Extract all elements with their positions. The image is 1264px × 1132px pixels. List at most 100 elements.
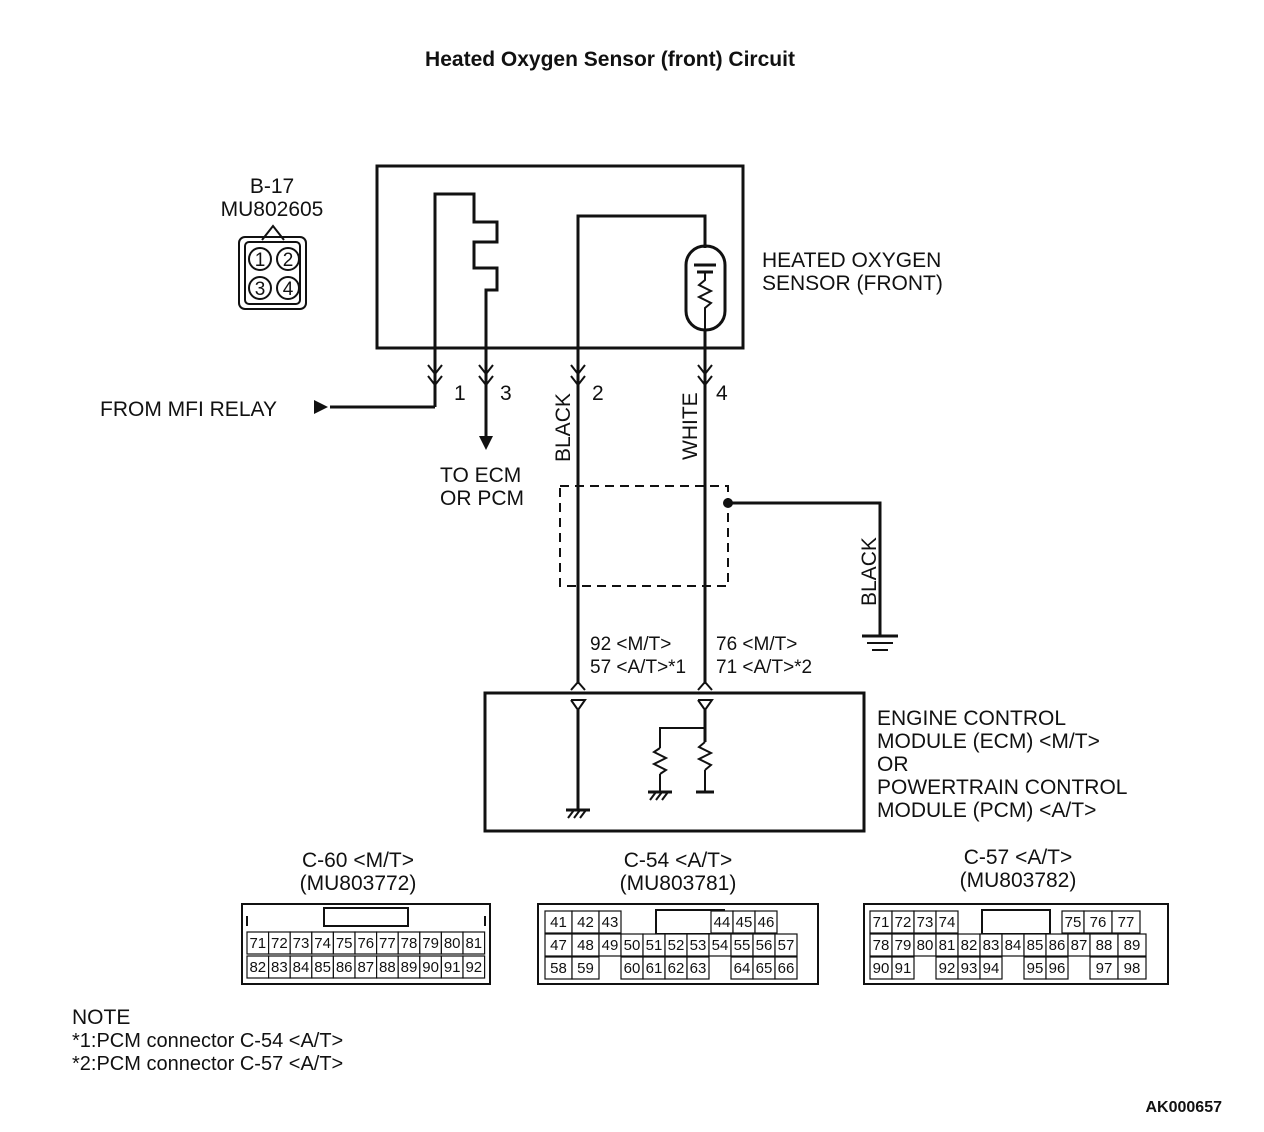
- connector-pin-cell: [1117, 933, 1147, 957]
- note-heading: NOTE: [72, 1006, 130, 1029]
- connector-pin-number: 50: [624, 937, 641, 954]
- connector-pin-number: 79: [895, 937, 912, 954]
- connector-pin-number: 91: [895, 960, 912, 977]
- connector-pin-number: 41: [550, 914, 567, 931]
- connector-pin-number: 58: [550, 960, 567, 977]
- c57-id: C-57 <A/T>: [964, 846, 1073, 869]
- connector-pin-number: 88: [1096, 937, 1113, 954]
- c60-part: (MU803772): [300, 872, 417, 895]
- sensor-element: [576, 214, 727, 348]
- terminal-left-line2: 57 <A/T>*1: [590, 657, 686, 678]
- connector-pin-number: 92: [939, 960, 956, 977]
- connector-pin-number: 45: [736, 914, 753, 931]
- connector-pin-number: 62: [668, 960, 685, 977]
- connector-pin-number: 82: [961, 937, 978, 954]
- connector-pin-number: 72: [271, 935, 288, 952]
- connector-pin-number: 75: [1065, 914, 1082, 931]
- connector-pin-number: 56: [756, 937, 773, 954]
- connector-pin-number: 83: [983, 937, 1000, 954]
- c57-part: (MU803782): [960, 869, 1077, 892]
- harness-wires: [314, 348, 713, 684]
- note-line2: *2:PCM connector C-57 <A/T>: [72, 1053, 343, 1075]
- connector-pin-number: 95: [1027, 960, 1044, 977]
- connector-pin-number: 53: [690, 937, 707, 954]
- sensor-label-line2: SENSOR (FRONT): [762, 272, 943, 295]
- connector-pin-number: 75: [336, 935, 353, 952]
- pin-label-2: 2: [592, 382, 604, 405]
- connector-pin-number: 94: [983, 960, 1000, 977]
- relay-label: FROM MFI RELAY: [100, 398, 277, 421]
- connector-pin-number: 77: [1118, 914, 1135, 931]
- connector-pin-number: 73: [293, 935, 310, 952]
- connector-pin-number: 92: [465, 959, 482, 976]
- connector-pin-number: 42: [577, 914, 594, 931]
- connector-pin-number: 83: [271, 959, 288, 976]
- svg-text:4: 4: [283, 279, 294, 300]
- connector-pin-number: 97: [1096, 960, 1113, 977]
- connector-pin-number: 91: [444, 959, 461, 976]
- pin-label-4: 4: [716, 382, 728, 405]
- connector-pin-number: 84: [293, 959, 310, 976]
- c54-part: (MU803781): [620, 872, 737, 895]
- wire-color-white: WHITE: [679, 392, 702, 460]
- connector-pin-number: 61: [646, 960, 663, 977]
- connector-pin-cell: [774, 956, 798, 980]
- pin-label-1: 1: [454, 382, 466, 405]
- terminal-right-line1: 76 <M/T>: [716, 634, 797, 655]
- connector-pin-number: 89: [1124, 937, 1141, 954]
- connector-pin-number: 63: [690, 960, 707, 977]
- connector-pin-number: 78: [401, 935, 418, 952]
- connector-pin-number: 49: [602, 937, 619, 954]
- connector-pin-number: 85: [314, 959, 331, 976]
- connector-pin-number: 87: [357, 959, 374, 976]
- terminal-right-line2: 71 <A/T>*2: [716, 657, 812, 678]
- connector-pin-number: 52: [668, 937, 685, 954]
- connector-pin-number: 59: [577, 960, 594, 977]
- module-label-line5: MODULE (PCM) <A/T>: [877, 799, 1096, 822]
- connector-pin-number: 54: [712, 937, 729, 954]
- figure-code: AK000657: [1146, 1099, 1223, 1116]
- connector-pin-number: 65: [756, 960, 773, 977]
- connector-pin-number: 47: [550, 937, 567, 954]
- connector-pin-number: 86: [1049, 937, 1066, 954]
- heater-element: [433, 192, 499, 348]
- connector-pin-number: 46: [758, 914, 775, 931]
- connector-pin-number: 64: [734, 960, 751, 977]
- svg-text:3: 3: [255, 279, 266, 300]
- connector-pin-number: 73: [917, 914, 934, 931]
- connector-pin-cell: [1117, 956, 1147, 980]
- connector-pin-cell: [462, 955, 486, 979]
- connector-pin-cell: [686, 956, 710, 980]
- sensor-label-line1: HEATED OXYGEN: [762, 249, 941, 272]
- connector-pin-number: 81: [939, 937, 956, 954]
- connector-pin-number: 93: [961, 960, 978, 977]
- connector-pin-number: 60: [624, 960, 641, 977]
- connector-pin-number: 88: [379, 959, 396, 976]
- c54-id: C-54 <A/T>: [624, 849, 733, 872]
- c60-id: C-60 <M/T>: [302, 849, 414, 872]
- svg-text:2: 2: [283, 250, 294, 271]
- connector-pin-cell: [598, 910, 622, 934]
- module-label-line2: MODULE (ECM) <M/T>: [877, 730, 1100, 753]
- connector-pin-number: 51: [646, 937, 663, 954]
- connector-pin-number: 90: [873, 960, 890, 977]
- connector-pin-cell: [1111, 910, 1141, 934]
- connector-pin-number: 80: [917, 937, 934, 954]
- connector-pin-number: 89: [401, 959, 418, 976]
- connector-pin-number: 48: [577, 937, 594, 954]
- module-label-line4: POWERTRAIN CONTROL: [877, 776, 1127, 799]
- diagram-title: Heated Oxygen Sensor (front) Circuit: [425, 48, 795, 71]
- connector-pin-number: 81: [465, 935, 482, 952]
- wire-shield: [559, 485, 898, 651]
- ecm-pcm-out-line1: TO ECM: [440, 464, 521, 487]
- connector-pin-number: 57: [778, 937, 795, 954]
- connector-pin-number: 78: [873, 937, 890, 954]
- pin-label-3: 3: [500, 382, 512, 405]
- shield-ground-color: BLACK: [858, 537, 881, 606]
- oxygen-sensor-box: [375, 164, 745, 350]
- sensor-connector-face: 1 2 3 4: [238, 224, 307, 310]
- connector-pin-number: 44: [714, 914, 731, 931]
